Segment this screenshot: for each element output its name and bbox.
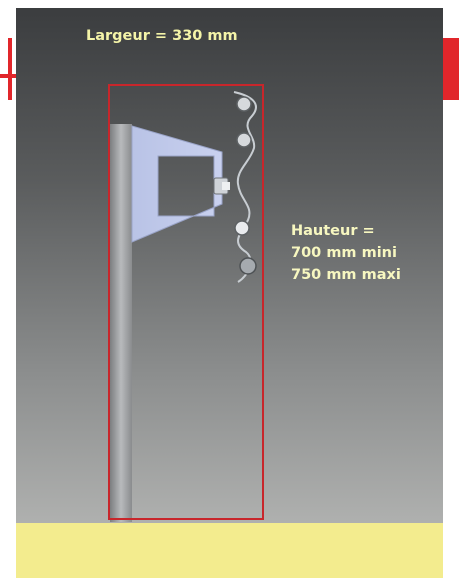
diagram-scene: Largeur = 330 mm Hauteur = 700 mm mini 7…	[16, 8, 443, 578]
wire-rope	[233, 91, 257, 283]
height-label: Hauteur = 700 mm mini 750 mm maxi	[291, 220, 401, 286]
height-label-line-2: 700 mm mini	[291, 245, 397, 261]
height-label-line-3: 750 mm maxi	[291, 267, 401, 283]
height-label-line-1: Hauteur =	[291, 223, 375, 239]
spacer-bracket	[131, 125, 223, 243]
width-label: Largeur = 330 mm	[86, 28, 238, 44]
post	[110, 124, 132, 522]
guardrail-drawing	[110, 91, 257, 522]
dimension-frame	[108, 84, 264, 520]
bolt	[213, 177, 230, 195]
ground-strip	[16, 523, 443, 578]
red-cross-mark	[0, 38, 16, 100]
cable-clamps	[234, 96, 257, 275]
